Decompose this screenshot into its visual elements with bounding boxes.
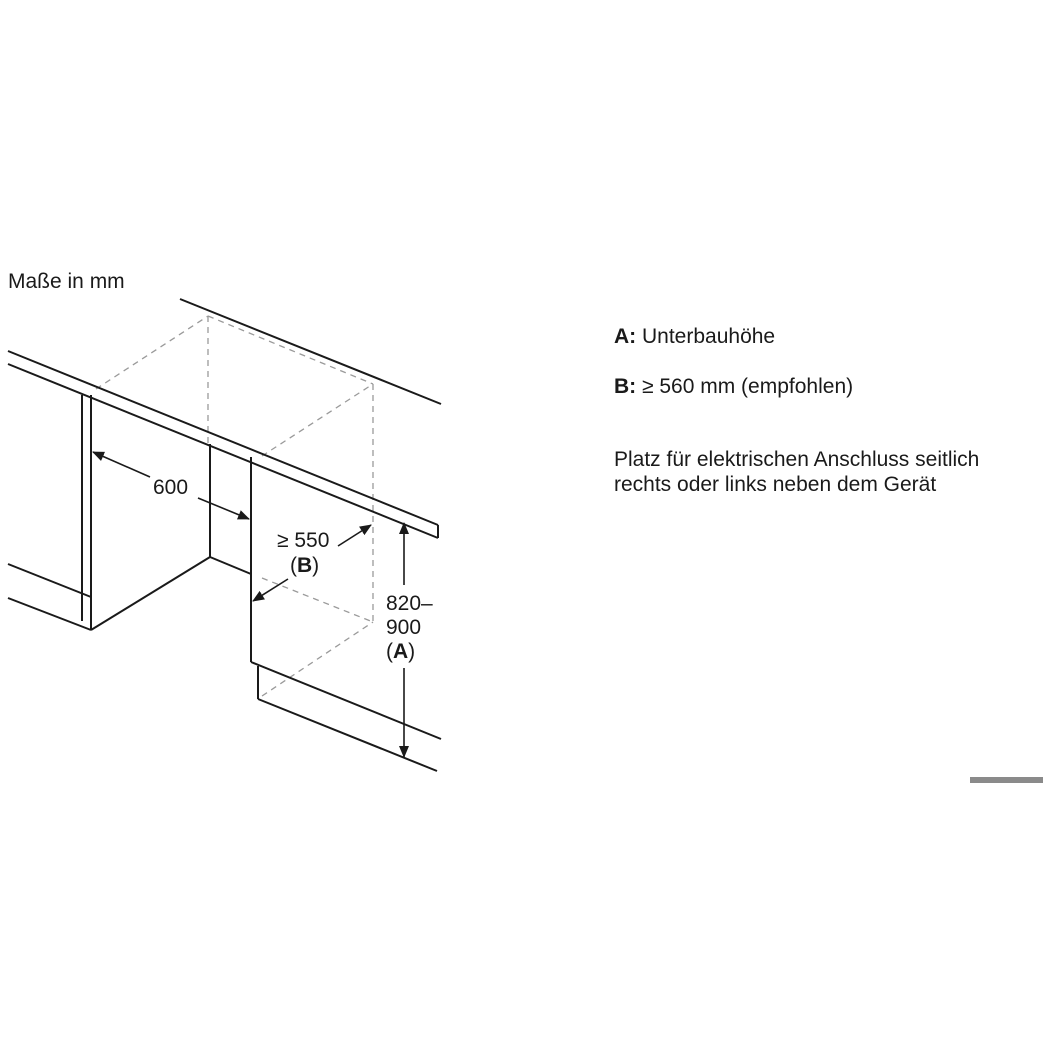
dimension-lines bbox=[92, 451, 409, 758]
depth-dimension-key: (B) bbox=[290, 554, 319, 577]
appliance-outline-dashed bbox=[95, 315, 374, 697]
width-dimension-right bbox=[197, 497, 250, 520]
page-indicator-bar bbox=[970, 777, 1043, 783]
units-label: Maße in mm bbox=[8, 270, 125, 293]
width-dimension-label: 600 bbox=[153, 476, 188, 499]
legend-key-b: B: bbox=[614, 375, 637, 398]
height-dimension-label-line1: 820– bbox=[386, 592, 433, 615]
depth-dimension-lower bbox=[252, 578, 289, 602]
legend-text-a: Unterbauhöhe bbox=[636, 325, 776, 348]
electrical-connection-note: Platz für elektrischen Anschluss seitlic… bbox=[614, 448, 980, 496]
depth-dimension-label: ≥ 550 bbox=[277, 529, 329, 552]
legend-item-a: A: Unterbauhöhe bbox=[614, 325, 775, 349]
worktop-top-edge bbox=[7, 350, 439, 526]
legend-key-a: A: bbox=[614, 325, 637, 348]
width-dimension-left bbox=[92, 451, 151, 478]
legend-text-b: ≥ 560 mm (empfohlen) bbox=[636, 375, 854, 398]
height-dimension-key: (A) bbox=[386, 640, 415, 663]
kitchen-construction bbox=[7, 298, 442, 772]
height-dimension-label-line2: 900 bbox=[386, 616, 421, 639]
legend-item-b: B: ≥ 560 mm (empfohlen) bbox=[614, 375, 853, 399]
worktop-bottom-edge bbox=[7, 363, 439, 539]
wall-top-line bbox=[179, 298, 442, 405]
depth-dimension-upper bbox=[337, 524, 372, 547]
